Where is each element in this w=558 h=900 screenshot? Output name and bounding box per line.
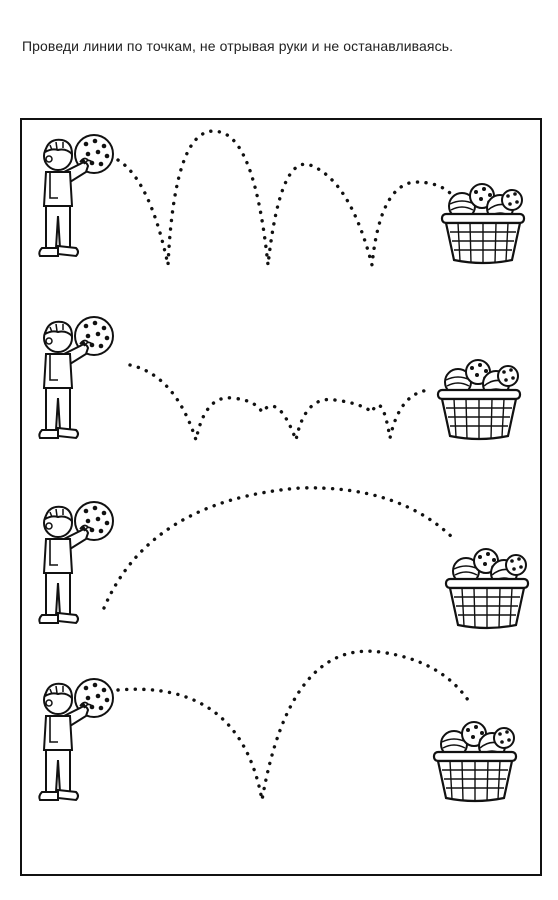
boy-with-ball-2 [38,316,115,439]
basket-1 [440,182,526,266]
boy-with-ball-4 [38,678,115,801]
worksheet-frame [20,118,542,876]
row-4 [38,649,518,804]
row-3 [38,486,530,631]
boy-with-ball-3 [38,501,115,624]
row-1 [38,129,526,266]
dotted-trace-4[interactable] [116,649,470,801]
basket-2 [436,358,522,442]
dotted-trace-2[interactable] [128,363,432,447]
boy-with-ball-1 [38,134,115,257]
row-2 [38,316,522,447]
basket-4 [432,720,518,804]
dotted-trace-3[interactable] [102,486,457,610]
instruction-text: Проведи линии по точкам, не отрывая руки… [22,38,454,54]
dotted-trace-1[interactable] [116,129,454,266]
basket-3 [444,547,530,631]
